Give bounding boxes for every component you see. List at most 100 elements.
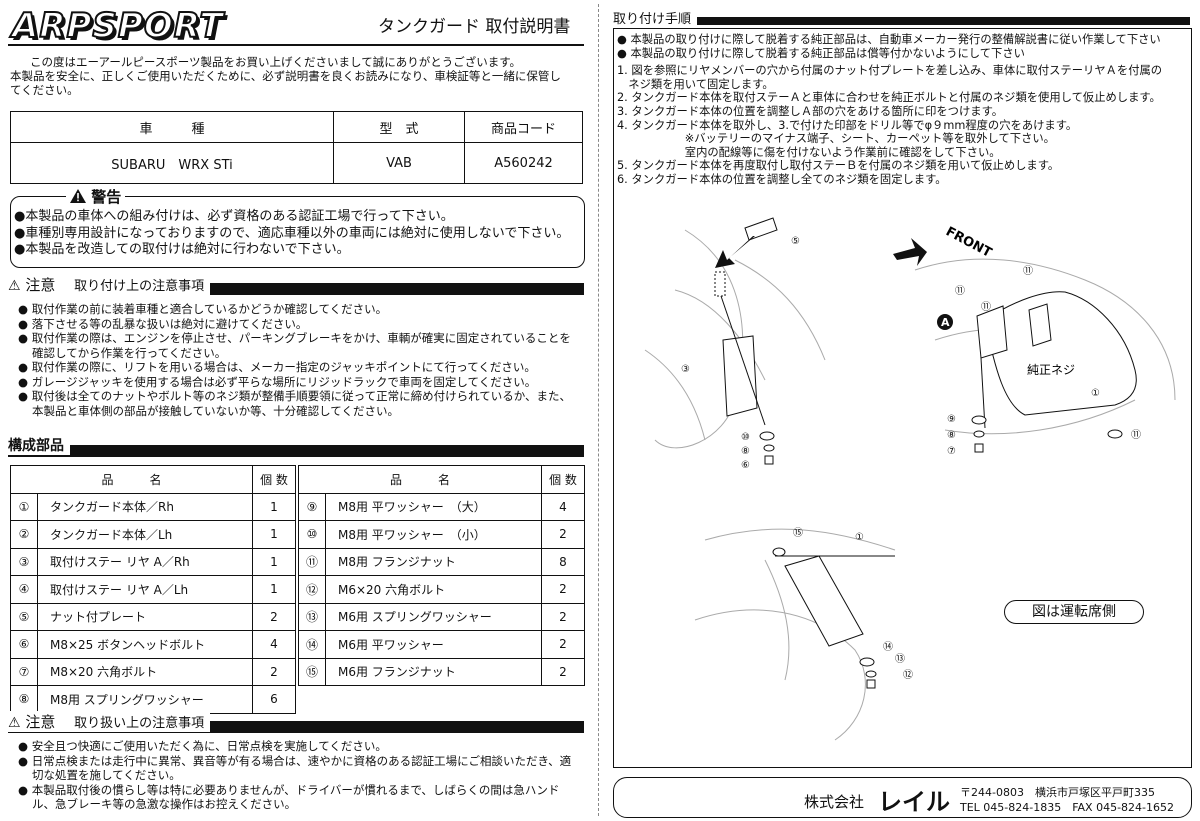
callout: ⑬ bbox=[895, 653, 905, 665]
parts-name: M8用 フランジナット bbox=[325, 547, 542, 576]
parts-name: M8用 平ワッシャー （大） bbox=[325, 492, 542, 521]
procedure-step: 4. タンクガード本体を取外し、3.で付けた印部をドリル等でφ９mm程度の穴をあ… bbox=[617, 118, 1078, 132]
vehicle-header-code: 商品コード bbox=[464, 111, 583, 143]
caution-install-item: ● 落下させる等の乱暴な扱いは絶対に避けてください。 bbox=[18, 316, 308, 331]
product-code: A560242 bbox=[464, 142, 583, 184]
vehicle-model: SUBARU WRX STi bbox=[10, 142, 334, 184]
point-a-label: A bbox=[941, 316, 950, 329]
procedure-note: ● 本製品の取り付けに際して脱着する純正部品は、自動車メーカー発行の整備解説書に… bbox=[617, 33, 1161, 46]
parts-name: M8用 平ワッシャー （小） bbox=[325, 520, 542, 549]
procedure-step: 6. タンクガード本体の位置を調整し全てのネジ類を固定します。 bbox=[617, 172, 947, 186]
parts-qty: 1 bbox=[252, 520, 296, 549]
intro-line-2: 本製品を安全に、正しくご使用いただくために、必ず説明書を良くお読みになり、車検証… bbox=[10, 69, 561, 83]
caution-triangle-icon: ⚠ bbox=[8, 715, 21, 731]
insert-arrow-icon bbox=[715, 236, 755, 268]
column-divider bbox=[598, 4, 600, 816]
callout: ① bbox=[1091, 388, 1100, 399]
caution-handling-item: ● 本製品取付後の慣らし等は特に必要ありませんが、ドライバーが慣れるまで、しばら… bbox=[18, 782, 560, 812]
callout: ⑤ bbox=[791, 236, 800, 247]
warning-label: 警告 bbox=[91, 188, 122, 206]
parts-qty: 2 bbox=[541, 657, 585, 686]
callout: ⑥ bbox=[741, 460, 750, 471]
document-title: タンクガード 取付説明書 bbox=[378, 17, 571, 37]
parts-header-qty: 個 数 bbox=[252, 465, 296, 494]
parts-number: ⑧ bbox=[10, 685, 38, 714]
vehicle-header-model: 車 種 bbox=[10, 111, 334, 143]
parts-name: 取付けステー リヤ A／Lh bbox=[37, 575, 253, 604]
warning-triangle-icon bbox=[70, 189, 86, 203]
callout: ⑩ bbox=[741, 432, 750, 443]
procedure-note: ● 本製品の取り付けに際して脱着する純正部品は償等付かないようにして下さい bbox=[617, 46, 1025, 60]
parts-qty: 1 bbox=[252, 547, 296, 576]
callout: ③ bbox=[681, 364, 690, 375]
parts-name: M6×20 六角ボルト bbox=[325, 575, 542, 604]
lower-bracket bbox=[772, 547, 895, 689]
front-arrow-icon bbox=[893, 238, 927, 266]
brand-logo: ARPSPORT bbox=[11, 5, 224, 47]
parts-qty: 2 bbox=[252, 657, 296, 686]
point-a-marker bbox=[937, 314, 953, 330]
warning-item: ●車種別専用設計になっておりますので、適応車種以外の車両には絶対に使用しないで下… bbox=[14, 225, 570, 241]
vehicle-header-type: 型 式 bbox=[333, 111, 465, 143]
caution-install-item: ● 取付作業の前に装着車種と適合しているかどうか確認してください。 bbox=[18, 302, 388, 316]
parts-number: ⑦ bbox=[10, 657, 38, 686]
callout: ⑧ bbox=[947, 430, 956, 441]
procedure-step: ネジ類を用いて固定します。 bbox=[617, 77, 774, 91]
procedure-text: ● 本製品の取り付けに際して脱着する純正部品は、自動車メーカー発行の整備解説書に… bbox=[617, 33, 1189, 187]
installation-diagram: FRONT 純正ネジ A ⑤ ③ ⑩ ⑧ ⑥ ⑪ ⑪ ⑪ ① ⑨ ⑧ ⑦ ⑪ ⑮… bbox=[644, 217, 1176, 741]
hardware-stack-right bbox=[971, 415, 1123, 453]
intro-line-1: この度はエーアールピースポーツ製品をお買い上げくださいまして誠にありがとうござい… bbox=[30, 55, 522, 69]
parts-qty: 2 bbox=[541, 602, 585, 631]
warning-heading: 警告 bbox=[66, 186, 126, 207]
company-contact: TEL 045-824-1835 FAX 045-824-1652 bbox=[960, 801, 1175, 814]
stay-assembly bbox=[714, 217, 778, 426]
tank-guard-body bbox=[976, 291, 1137, 429]
intro-line-3: てください。 bbox=[10, 83, 79, 97]
parts-name: タンクガード本体／Rh bbox=[37, 492, 253, 521]
caution-handling-heading: ⚠ 注意 取り扱い上の注意事項 bbox=[8, 711, 211, 732]
callout: ⑭ bbox=[883, 641, 893, 653]
caution-install-subtitle: 取り付け上の注意事項 bbox=[74, 279, 205, 294]
callout: ⑪ bbox=[1131, 429, 1141, 441]
parts-qty: 2 bbox=[541, 520, 585, 549]
parts-name: 取付けステー リヤ A／Rh bbox=[37, 547, 253, 576]
warning-box bbox=[10, 196, 585, 268]
callout: ⑧ bbox=[741, 446, 750, 457]
parts-number: ⑪ bbox=[298, 547, 326, 576]
parts-name: タンクガード本体／Lh bbox=[37, 520, 253, 549]
parts-header-qty: 個 数 bbox=[541, 465, 585, 494]
parts-name: M8×20 六角ボルト bbox=[37, 657, 253, 686]
parts-number: ⑫ bbox=[298, 575, 326, 604]
caution-install-heading: ⚠ 注意 取り付け上の注意事項 bbox=[8, 274, 211, 295]
hardware-stack-left bbox=[759, 431, 775, 465]
parts-qty: 2 bbox=[541, 575, 585, 604]
warning-item: ●本製品の車体への組み付けは、必ず資格のある認証工場で行って下さい。 bbox=[14, 209, 454, 224]
caution-handling-list: ● 安全且つ快適にご使用いただく為に、日常点検を実施してください。 ● 日常点検… bbox=[18, 739, 580, 812]
warning-item: ●本製品を改造しての取付けは絶対に行わないで下さい。 bbox=[14, 242, 350, 257]
title-rule bbox=[8, 44, 584, 46]
caution-install-item: ● 取付後は全てのナットやボルト等のネジ類が整備手順要領に従って正常に締め付けら… bbox=[18, 389, 572, 418]
caution-triangle-icon: ⚠ bbox=[8, 278, 21, 294]
parts-name: M6用 スプリングワッシャー bbox=[325, 602, 542, 631]
parts-number: ③ bbox=[10, 547, 38, 576]
parts-header-name: 品 名 bbox=[10, 465, 253, 494]
parts-name: M6用 フランジナット bbox=[325, 657, 542, 686]
procedure-heading: 取り付け手順 bbox=[613, 8, 698, 27]
callout: ⑫ bbox=[903, 669, 913, 681]
parts-qty: 2 bbox=[541, 630, 585, 659]
company-prefix: 株式会社 bbox=[804, 793, 865, 811]
procedure-step: 1. 図を参照にリヤメンバーの穴から付属のナット付プレートを差し込み、車体に取付… bbox=[617, 64, 1163, 78]
